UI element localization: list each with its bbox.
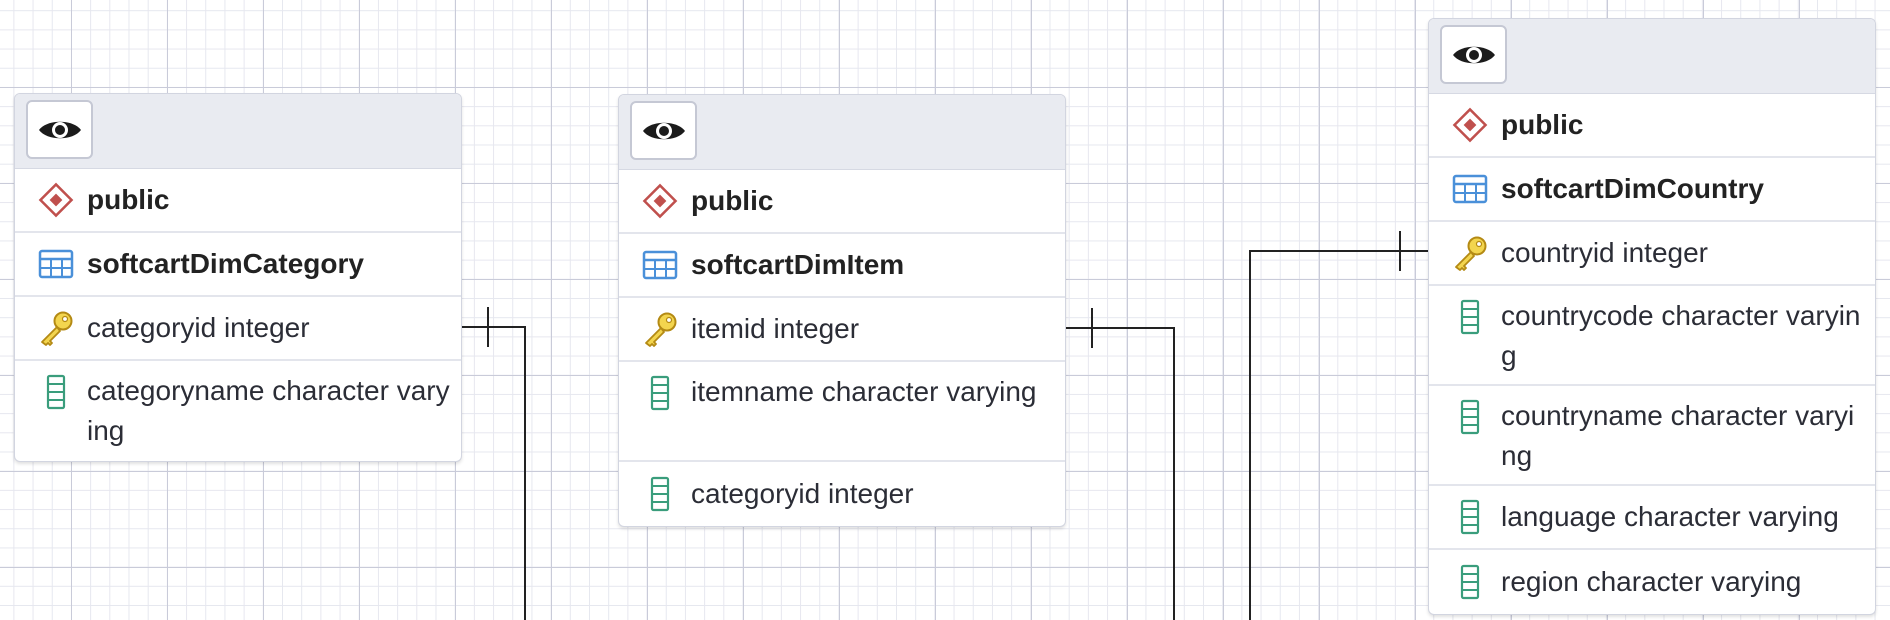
table-grid-icon [37,245,75,283]
schema-diamond-icon [37,181,75,219]
primary-key-icon [641,310,679,348]
table-name-row: softcartDimItem [619,234,1065,298]
column-label: categoryname character varying [87,375,450,446]
column-icon [641,374,679,412]
view-data-button[interactable] [630,101,697,160]
schema-diamond-icon [1451,106,1489,144]
column-row[interactable]: categoryid integer [619,462,1065,526]
table-node-category[interactable]: public softcartDimCategory categoryid in… [14,93,462,462]
column-label: itemid integer [691,313,860,344]
column-label: countryid integer [1501,237,1709,268]
schema-row: public [1429,94,1875,158]
column-icon [1451,398,1489,436]
view-data-button[interactable] [26,100,93,159]
connector-country[interactable] [1249,231,1428,620]
column-icon [37,373,75,411]
connector-item[interactable] [1066,308,1175,620]
column-label: language character varying [1501,501,1839,532]
column-row[interactable]: itemname character varying [619,362,1065,462]
table-grid-icon [641,246,679,284]
column-row[interactable]: categoryid integer [15,297,461,361]
column-icon [1451,498,1489,536]
column-row[interactable]: itemid integer [619,298,1065,362]
schema-diamond-icon [641,182,679,220]
eye-icon [38,121,81,138]
table-header [15,94,461,169]
column-label: countrycode character varying [1501,300,1861,371]
table-node-country[interactable]: public softcartDimCountry countryid inte… [1428,18,1876,615]
schema-label: public [87,184,170,215]
table-header [619,95,1065,170]
column-label: region character varying [1501,566,1802,597]
table-name-row: softcartDimCategory [15,233,461,297]
column-row[interactable]: categoryname character varying [15,361,461,461]
column-label: countryname character varying [1501,400,1855,471]
column-row[interactable]: countryname character varying [1429,386,1875,486]
table-name-label: softcartDimItem [691,249,905,280]
schema-row: public [619,170,1065,234]
column-row[interactable]: region character varying [1429,550,1875,614]
column-icon [1451,298,1489,336]
connector-category[interactable] [462,307,526,620]
primary-key-icon [1451,234,1489,272]
column-icon [1451,563,1489,601]
column-row[interactable]: countryid integer [1429,222,1875,286]
view-data-button[interactable] [1440,25,1507,84]
schema-row: public [15,169,461,233]
column-label: itemname character varying [691,376,1037,407]
table-node-item[interactable]: public softcartDimItem itemid integer [618,94,1066,527]
schema-label: public [691,185,774,216]
table-name-label: softcartDimCountry [1501,173,1764,204]
table-name-row: softcartDimCountry [1429,158,1875,222]
column-row[interactable]: language character varying [1429,486,1875,550]
table-grid-icon [1451,170,1489,208]
eye-icon [1452,46,1495,63]
column-row[interactable]: countrycode character varying [1429,286,1875,386]
primary-key-icon [37,309,75,347]
table-name-label: softcartDimCategory [87,248,364,279]
column-label: categoryid integer [87,312,310,343]
table-header [1429,19,1875,94]
column-icon [641,475,679,513]
column-label: categoryid integer [691,478,914,509]
schema-label: public [1501,109,1584,140]
eye-icon [642,122,685,139]
